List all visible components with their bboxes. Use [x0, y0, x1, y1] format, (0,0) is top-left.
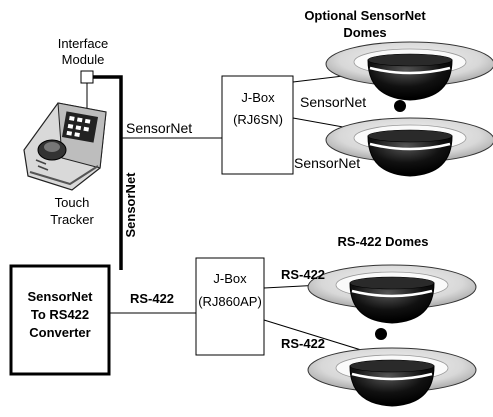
- dome-link-bottom-label: SensorNet: [294, 155, 360, 171]
- sensornet-dome-1: [324, 40, 493, 102]
- rs422-line-label: RS-422: [130, 291, 174, 306]
- rs422-dome-1: [306, 263, 478, 325]
- rs422-dome-top-label: RS-422: [281, 267, 325, 282]
- dome-link-top-label: SensorNet: [300, 94, 366, 110]
- jbox-top-label-1: J-Box: [241, 90, 275, 105]
- ellipsis-dot-top: [394, 100, 406, 112]
- jbox-bottom-label-2: (RJ860AP): [198, 294, 262, 309]
- touch-tracker-icon: [23, 102, 107, 191]
- sensornet-vertical-label: SensorNet: [123, 172, 138, 238]
- title-rs422-domes: RS-422 Domes: [337, 234, 428, 249]
- title-optional-line1: Optional SensorNet: [304, 8, 426, 23]
- rs422-dome-bottom-label: RS-422: [281, 336, 325, 351]
- sensornet-line-label: SensorNet: [126, 120, 192, 136]
- rs422-dome-2: [306, 346, 478, 408]
- converter-box: [9, 264, 111, 376]
- interface-module-box: [80, 70, 94, 84]
- jbox-bottom-label-1: J-Box: [213, 271, 247, 286]
- converter-label-2: To RS422: [31, 307, 89, 322]
- jbox-top: [221, 75, 294, 175]
- title-optional-line2: Domes: [343, 25, 386, 40]
- touch-tracker-label-2: Tracker: [50, 212, 94, 227]
- jbox-top-label-2: (RJ6SN): [233, 112, 283, 127]
- sensornet-main-cable: [93, 75, 123, 270]
- touch-tracker-label-1: Touch: [55, 195, 90, 210]
- interface-module-label-1: Interface: [58, 36, 109, 51]
- converter-label-1: SensorNet: [27, 289, 93, 304]
- interface-module-label-2: Module: [62, 52, 105, 67]
- jbox-bottom: [195, 257, 265, 356]
- converter-label-3: Converter: [29, 325, 90, 340]
- ellipsis-dot-bottom: [375, 328, 387, 340]
